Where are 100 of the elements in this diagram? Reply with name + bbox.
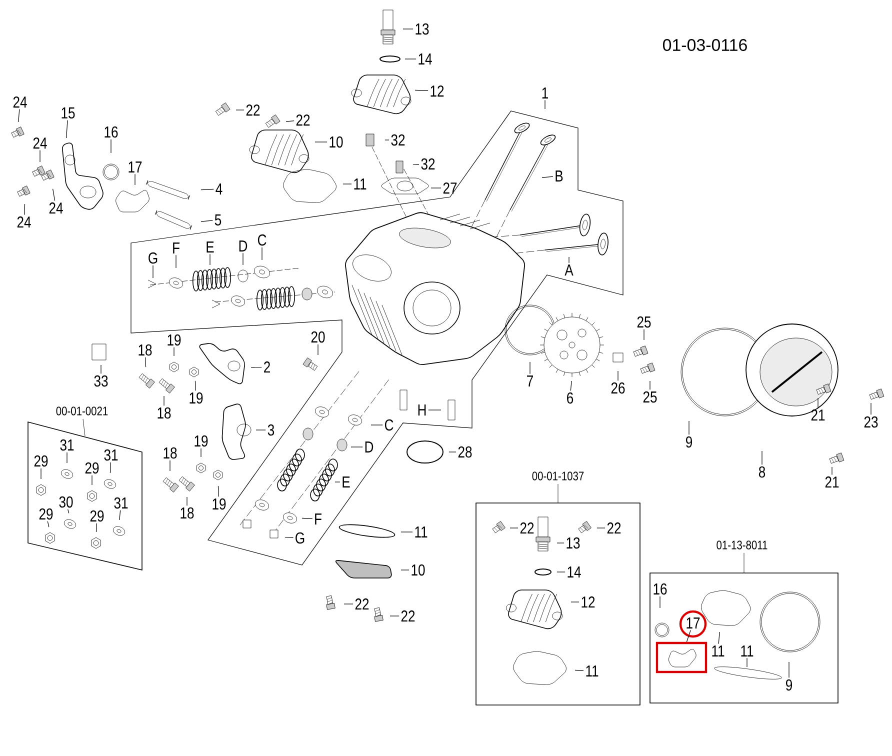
callout-number: 18 (158, 407, 171, 419)
callout-number: 32 (391, 134, 405, 146)
callout-number: 22 (607, 522, 621, 534)
leader-line (870, 402, 872, 415)
leader-line (746, 658, 748, 668)
callout-number: 22 (355, 598, 369, 610)
callout-number: 19 (190, 392, 203, 404)
callout-number: 24 (33, 137, 47, 149)
callout-number: 24 (17, 216, 31, 228)
callout-number: 31 (114, 497, 128, 509)
callout-number: 32 (421, 158, 435, 170)
node-label: 00-01-1037 (532, 472, 584, 480)
callout-number: 29 (39, 508, 53, 520)
callout-number: 31 (104, 449, 118, 461)
callout-number: 5 (214, 214, 222, 226)
leader-line (200, 448, 202, 458)
leader-line (119, 510, 121, 520)
leader-line (302, 518, 313, 520)
callout-number: B (556, 170, 563, 182)
callout-number: 19 (212, 498, 226, 510)
callout-number: 22 (520, 522, 534, 534)
leader-line (718, 632, 720, 644)
callout-number: 7 (527, 376, 533, 386)
callout-number: 3 (268, 424, 274, 436)
callout-number: 31 (60, 439, 74, 451)
callout-number: E (342, 476, 350, 488)
callout-number: 14 (568, 566, 581, 578)
callout-number: 12 (430, 85, 444, 97)
callout-number: 25 (643, 391, 657, 403)
callout-number: 24 (13, 96, 27, 108)
callout-number: 18 (138, 344, 152, 356)
leader-line (40, 468, 42, 480)
callout-number: 13 (416, 23, 429, 35)
callout-number: 22 (246, 104, 260, 116)
callout-number: 9 (786, 679, 792, 691)
callout-number: 28 (458, 446, 472, 458)
leader-line (556, 542, 564, 544)
leader-line (200, 188, 214, 190)
leader-line (570, 380, 572, 391)
callout-number: A (564, 264, 574, 276)
leader-line (402, 28, 414, 30)
callout-number: D (239, 240, 248, 252)
highlight-rectangle (656, 642, 708, 674)
callout-number: 29 (85, 462, 99, 474)
leader-line (412, 164, 420, 166)
leader-line (200, 220, 213, 222)
leader-line (66, 120, 68, 138)
callout-number: 20 (311, 331, 325, 343)
callout-number: 17 (128, 162, 142, 172)
callout-number: 21 (811, 409, 825, 421)
callout-number: 22 (401, 610, 415, 622)
leader-line (52, 188, 56, 202)
callout-number: 18 (164, 447, 177, 459)
callout-number: D (365, 442, 374, 452)
leader-line (24, 204, 26, 216)
leader-line (218, 486, 219, 497)
callout-number: G (296, 532, 304, 544)
leader-line (110, 462, 111, 474)
callout-number: 29 (90, 510, 104, 522)
leader-line (134, 174, 136, 186)
callout-number: 11 (741, 646, 754, 656)
callout-number: 22 (296, 114, 310, 126)
callout-number: 11 (586, 666, 598, 676)
callout-number: 26 (611, 382, 625, 394)
leader-line (47, 521, 50, 528)
leader-line (286, 120, 294, 122)
node-label: 01-13-8011 (716, 540, 768, 550)
leader-line (242, 252, 244, 266)
callout-number: C (384, 419, 394, 431)
leader-line (544, 100, 546, 110)
leader-line (152, 265, 154, 278)
leader-line (414, 90, 428, 91)
drawing-number: 01-03-0116 (662, 39, 747, 51)
leader-line (568, 256, 570, 264)
leader-line (96, 523, 97, 532)
leader-line (686, 630, 691, 642)
leader-line (110, 139, 112, 154)
callout-number: 21 (825, 476, 839, 488)
callout-number: 2 (264, 361, 270, 373)
callout-number: 18 (180, 507, 194, 519)
leader-line (284, 536, 294, 538)
leader-line (688, 420, 690, 435)
callout-number: 27 (443, 182, 457, 194)
leader-line (404, 58, 416, 60)
callout-number: 14 (418, 54, 432, 64)
leader-line (250, 366, 262, 368)
callout-number: F (315, 514, 322, 524)
callout-number: H (418, 404, 426, 416)
callout-number: 11 (712, 646, 724, 656)
callout-number: 12 (582, 596, 595, 608)
leader-line (574, 670, 584, 671)
callout-number: 24 (49, 202, 63, 214)
leader-line (18, 108, 20, 122)
callout-number: 1 (542, 88, 548, 98)
leader-line (350, 446, 363, 448)
callout-number: 16 (104, 126, 118, 138)
callout-number: 10 (330, 136, 343, 148)
callout-number: F (173, 242, 180, 254)
callout-number: C (258, 234, 266, 246)
callout-number: 11 (415, 526, 428, 538)
